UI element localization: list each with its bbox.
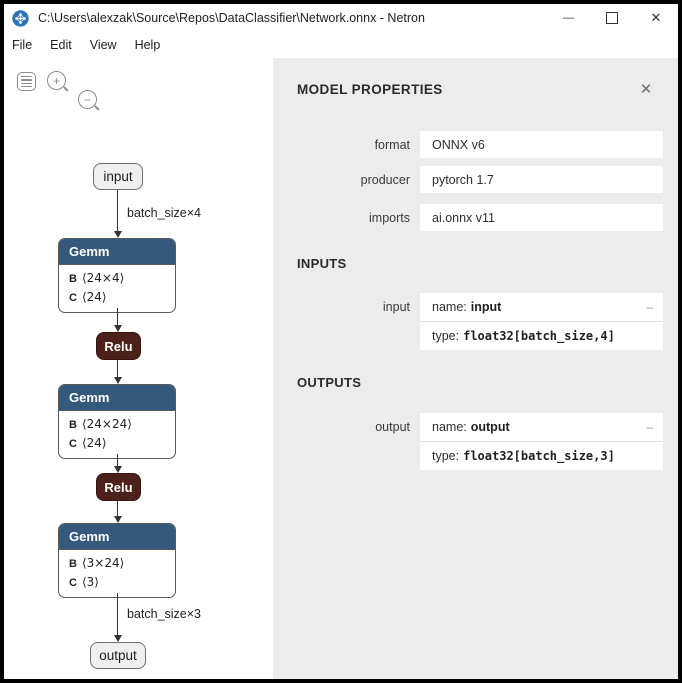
name-key: name:: [432, 420, 467, 434]
menu-bar: File Edit View Help: [4, 32, 678, 58]
name-value: input: [470, 300, 502, 314]
arrowhead: [113, 377, 122, 384]
type-key: type:: [432, 449, 460, 463]
node-gemm-3[interactable]: Gemm B⟨3×24⟩ C⟨3⟩: [58, 523, 176, 598]
menu-item-view[interactable]: View: [89, 38, 117, 52]
property-row-producer: producer pytorch 1.7: [273, 166, 678, 193]
format-value: ONNX v6: [420, 131, 663, 158]
window-title: C:\Users\alexzak\Source\Repos\DataClassi…: [38, 11, 425, 25]
panel-close-button[interactable]: ✕: [639, 81, 653, 98]
edge-gemm1-to-relu1: [117, 308, 119, 325]
type-value: float32[batch_size,4]: [463, 329, 615, 343]
minimize-button[interactable]: —: [563, 12, 574, 24]
netron-logo-icon: [12, 9, 29, 27]
maximize-icon: [606, 12, 618, 24]
gemm-1-title: Gemm: [59, 239, 175, 265]
graph-canvas[interactable]: + − input batch_size×4 Gemm B⟨24×4⟩ C⟨24…: [4, 58, 273, 679]
name-line: name: output –: [420, 413, 663, 442]
edge-input-to-gemm1: [117, 190, 119, 231]
netron-window: C:\Users\alexzak\Source\Repos\DataClassi…: [4, 4, 678, 679]
window-controls: — ✕: [546, 4, 678, 32]
collapse-toggle[interactable]: –: [646, 300, 653, 314]
node-gemm-2[interactable]: Gemm B⟨24×24⟩ C⟨24⟩: [58, 384, 176, 459]
menu-item-file[interactable]: File: [12, 38, 33, 52]
name-key: name:: [432, 300, 467, 314]
param-row[interactable]: B⟨24×4⟩: [69, 271, 125, 285]
edge-gemm3-to-output: [117, 593, 119, 635]
argument-label: input: [382, 300, 410, 314]
property-row-format: format ONNX v6: [273, 131, 678, 158]
panel-title: MODEL PROPERTIES: [297, 82, 443, 97]
gemm-3-params: B⟨3×24⟩ C⟨3⟩: [59, 550, 175, 597]
producer-value: pytorch 1.7: [420, 166, 663, 193]
zoom-out-button[interactable]: −: [78, 90, 97, 109]
property-label: imports: [369, 210, 410, 225]
type-line: type: float32[batch_size,3]: [420, 442, 663, 470]
section-heading-inputs: INPUTS: [297, 256, 347, 271]
menu-item-help[interactable]: Help: [134, 38, 161, 52]
node-relu-1[interactable]: Relu: [96, 332, 141, 360]
node-output[interactable]: output: [90, 642, 146, 669]
edge-relu2-to-gemm3: [117, 501, 119, 516]
gemm-3-title: Gemm: [59, 524, 175, 550]
type-line: type: float32[batch_size,4]: [420, 322, 663, 350]
param-row[interactable]: B⟨3×24⟩: [69, 556, 125, 570]
content-area: + − input batch_size×4 Gemm B⟨24×4⟩ C⟨24…: [4, 58, 678, 679]
type-value: float32[batch_size,3]: [463, 449, 615, 463]
param-row[interactable]: B⟨24×24⟩: [69, 417, 132, 431]
edge-label-batch-size-3: batch_size×3: [127, 607, 202, 621]
param-row[interactable]: C⟨24⟩: [69, 290, 107, 304]
gemm-2-params: B⟨24×24⟩ C⟨24⟩: [59, 411, 175, 458]
argument-label: output: [375, 420, 410, 434]
param-row[interactable]: C⟨24⟩: [69, 436, 107, 450]
gemm-1-params: B⟨24×4⟩ C⟨24⟩: [59, 265, 175, 312]
menu-item-edit[interactable]: Edit: [50, 38, 72, 52]
arrowhead: [113, 231, 122, 238]
title-bar: C:\Users\alexzak\Source\Repos\DataClassi…: [4, 4, 678, 32]
node-relu-2[interactable]: Relu: [96, 473, 141, 501]
close-button[interactable]: ✕: [650, 10, 662, 25]
gemm-2-title: Gemm: [59, 385, 175, 411]
sidebar-menu-button[interactable]: [17, 72, 36, 91]
param-row[interactable]: C⟨3⟩: [69, 575, 99, 589]
model-properties-panel: MODEL PROPERTIES ✕ format ONNX v6 produc…: [273, 58, 678, 679]
argument-detail-box: name: input – type: float32[batch_size,4…: [420, 293, 663, 350]
type-key: type:: [432, 329, 460, 343]
edge-label-batch-size-4: batch_size×4: [127, 206, 202, 220]
edge-relu1-to-gemm2: [117, 360, 119, 377]
node-gemm-1[interactable]: Gemm B⟨24×4⟩ C⟨24⟩: [58, 238, 176, 313]
property-label: producer: [360, 172, 410, 187]
name-value: output: [470, 420, 510, 434]
property-label: format: [374, 137, 410, 152]
arrowhead: [113, 466, 122, 473]
imports-value: ai.onnx v11: [420, 204, 663, 231]
maximize-button[interactable]: [590, 4, 634, 32]
edge-gemm2-to-relu2: [117, 454, 119, 466]
name-line: name: input –: [420, 293, 663, 322]
property-row-imports: imports ai.onnx v11: [273, 204, 678, 231]
output-argument-item: output name: output – type: float32[batc…: [273, 413, 678, 470]
argument-detail-box: name: output – type: float32[batch_size,…: [420, 413, 663, 470]
collapse-toggle[interactable]: –: [646, 420, 653, 434]
input-argument-item: input name: input – type: float32[batch_…: [273, 293, 678, 350]
arrowhead: [113, 516, 122, 523]
arrowhead: [113, 325, 122, 332]
node-input[interactable]: input: [93, 163, 143, 190]
zoom-in-button[interactable]: +: [47, 71, 66, 90]
arrowhead: [113, 635, 122, 642]
section-heading-outputs: OUTPUTS: [297, 375, 362, 390]
